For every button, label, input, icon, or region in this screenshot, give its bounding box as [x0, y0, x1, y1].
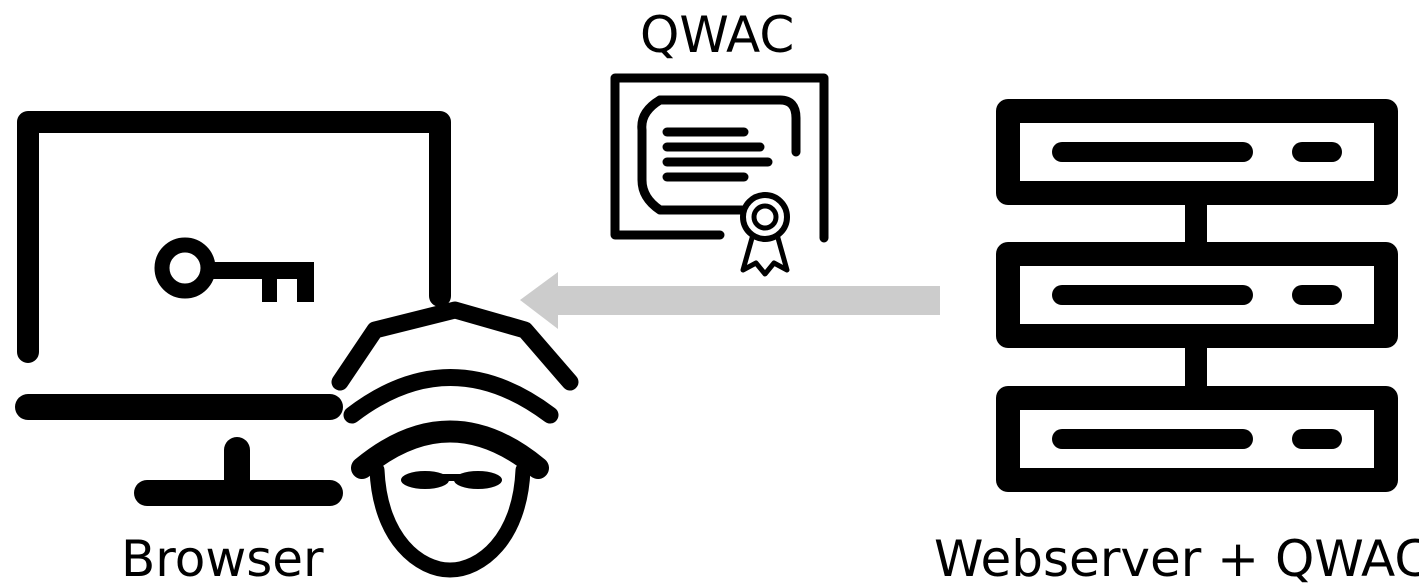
server-icon: [996, 99, 1398, 492]
key-icon: [154, 237, 314, 302]
monitor-icon: [15, 111, 451, 506]
browser-label: Browser: [121, 530, 324, 588]
certificate-label: QWAC: [640, 6, 795, 64]
certificate-icon: [610, 73, 829, 277]
spy-icon: [331, 301, 579, 578]
arrow-left-icon: [520, 272, 940, 329]
webserver-label: Webserver + QWAC: [934, 530, 1419, 588]
